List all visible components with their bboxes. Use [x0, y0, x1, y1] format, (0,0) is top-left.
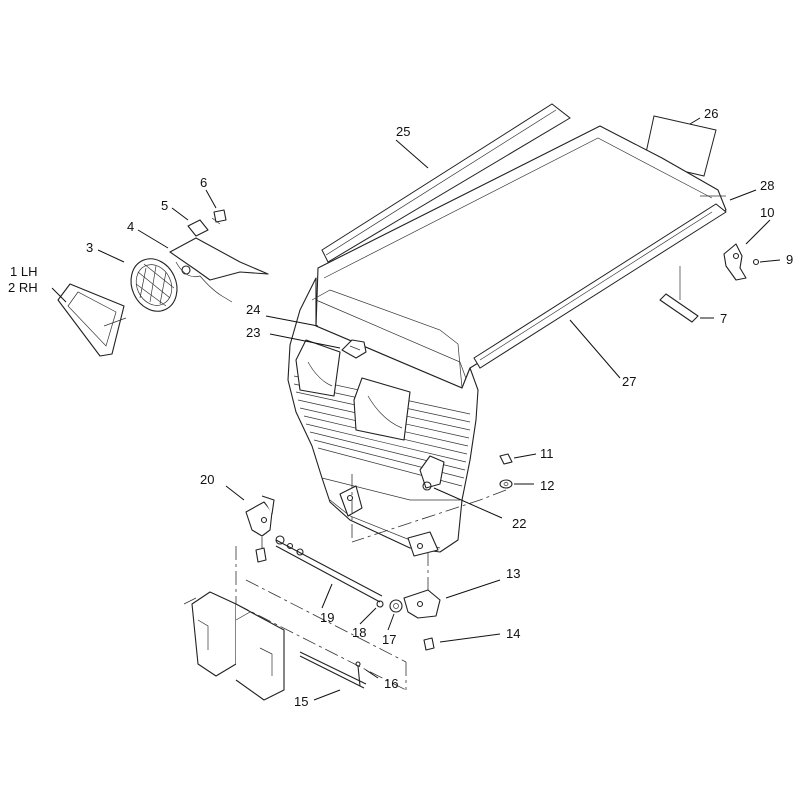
hinge-bracket-20[interactable]	[245, 495, 275, 537]
headlight-housing-4[interactable]	[169, 237, 269, 303]
label-3: 3	[86, 240, 93, 255]
bolt-6[interactable]	[211, 209, 227, 225]
label-25: 25	[396, 124, 410, 139]
label-28: 28	[760, 178, 774, 193]
headlight-3[interactable]	[123, 251, 186, 319]
label-24: 24	[246, 302, 260, 317]
label-4: 4	[127, 219, 134, 234]
latch-22[interactable]	[419, 455, 445, 491]
frame-mount-bracket[interactable]	[183, 591, 285, 701]
pin-16[interactable]	[355, 661, 361, 687]
label-2: 2 RH	[8, 280, 38, 295]
label-15: 15	[294, 694, 308, 709]
hinge-shaft-19[interactable]	[275, 535, 383, 603]
washer-9[interactable]	[752, 258, 760, 266]
hood-lower-bracket-right	[407, 531, 439, 557]
label-18: 18	[352, 625, 366, 640]
emblem-23[interactable]	[341, 339, 367, 359]
label-14: 14	[506, 626, 520, 641]
label-13: 13	[506, 566, 520, 581]
rod-15[interactable]	[299, 651, 367, 689]
leader-lines	[51, 117, 781, 701]
washer-18[interactable]	[376, 600, 384, 608]
label-26: 26	[704, 106, 718, 121]
label-22: 22	[512, 516, 526, 531]
label-17: 17	[382, 632, 396, 647]
nut-11[interactable]	[499, 453, 513, 465]
headlight-opening-left	[295, 339, 341, 397]
decal-stripe-25[interactable]	[321, 103, 571, 263]
hinge-bracket-13[interactable]	[403, 589, 441, 619]
label-5: 5	[161, 198, 168, 213]
label-23: 23	[246, 325, 260, 340]
bushing-17[interactable]	[389, 599, 403, 613]
label-1: 1 LH	[10, 264, 37, 279]
label-7: 7	[720, 311, 727, 326]
label-27: 27	[622, 374, 636, 389]
bolt-20-lower	[255, 547, 267, 563]
label-20: 20	[200, 472, 214, 487]
label-11: 11	[540, 446, 554, 461]
headlight-opening-right	[353, 377, 411, 441]
bracket-5[interactable]	[187, 219, 209, 237]
decal-stripe-27[interactable]	[473, 203, 727, 369]
label-19: 19	[320, 610, 334, 625]
label-9: 9	[786, 252, 793, 267]
prop-rod-7[interactable]	[659, 266, 699, 323]
label-12: 12	[540, 478, 554, 493]
label-10: 10	[760, 205, 774, 220]
hood-top-panel[interactable]	[315, 125, 727, 389]
headlight-lens-1-2[interactable]	[57, 283, 127, 357]
clip-10[interactable]	[723, 243, 747, 281]
label-6: 6	[200, 175, 207, 190]
washer-12[interactable]	[499, 479, 513, 489]
hood-lower-bracket-left	[339, 485, 363, 517]
bolt-14[interactable]	[423, 637, 435, 651]
label-16: 16	[384, 676, 398, 691]
